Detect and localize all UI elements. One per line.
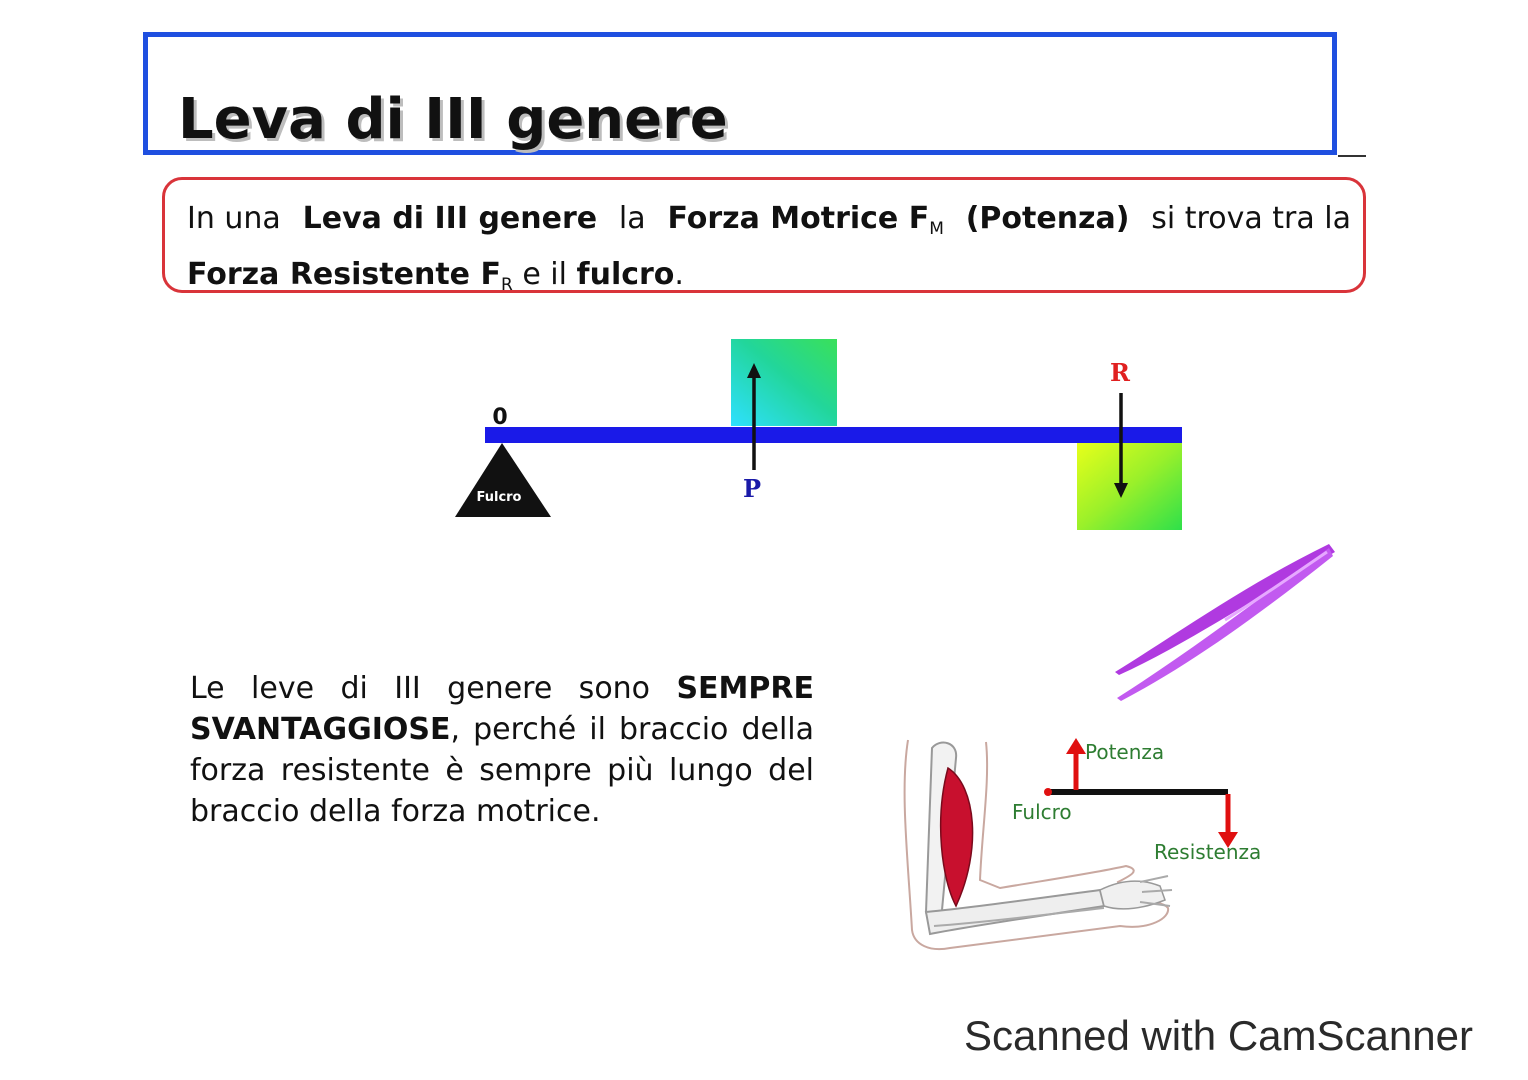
resistenza-arrow-head	[1218, 832, 1238, 848]
hand-bones	[1099, 880, 1166, 910]
body-paragraph: Le leve di III genere sono SEMPRE SVANTA…	[190, 668, 814, 832]
tweezers-image	[1115, 544, 1335, 701]
body-text-1: Le leve di III genere sono	[190, 671, 651, 706]
potenza-label: Potenza	[1085, 740, 1164, 764]
finger-3	[1139, 901, 1171, 907]
resistance-arrow-head	[1114, 483, 1128, 498]
definition-line-1: In una Leva di III genere la Forza Motri…	[187, 196, 1351, 252]
def-text-period: .	[674, 257, 684, 292]
tweezer-highlight	[1224, 550, 1328, 622]
def-text-forza-resistente: Forza Resistente F	[187, 257, 501, 292]
potenza-arrow-head	[1066, 738, 1086, 754]
def-forza-motrice: Forza Motrice FM	[667, 196, 943, 252]
definition-line-2: Forza Resistente FR e il fulcro.	[187, 252, 1351, 308]
def-sub-m: M	[929, 219, 944, 239]
lever-diagram: Fulcro 0 P R	[455, 339, 1182, 530]
effort-block	[731, 339, 837, 426]
camscanner-watermark: Scanned with CamScanner	[964, 1012, 1473, 1059]
tweezer-arm-upper	[1115, 544, 1335, 675]
def-text-in-una: In una	[187, 201, 281, 236]
resistenza-label: Resistenza	[1154, 840, 1261, 864]
def-text-forza-motrice: Forza Motrice F	[667, 201, 930, 236]
def-text-si-trova: si trova tra la	[1151, 201, 1351, 236]
resistance-label: R	[1110, 358, 1131, 387]
finger-2	[1141, 889, 1173, 893]
body-text-sempre-svantaggiose: SEMPRE SVANTAGGIOSE	[190, 671, 814, 747]
arm-fulcrum-label: Fulcro	[1012, 800, 1072, 824]
lever-beam	[485, 427, 1182, 443]
forearm-bone-2	[933, 907, 1105, 927]
fulcrum-label: Fulcro	[477, 490, 522, 505]
def-text-leva: Leva di III genere	[302, 201, 598, 236]
definition-box: In una Leva di III genere la Forza Motri…	[162, 177, 1366, 295]
fulcrum-triangle	[455, 443, 551, 517]
def-text-potenza: (Potenza)	[965, 201, 1130, 236]
finger-1	[1139, 875, 1169, 883]
def-text-e-il: e il	[522, 257, 567, 292]
page-title: Leva di III genere	[178, 87, 728, 152]
title-underline	[1338, 155, 1366, 157]
body-text-2: , perché il braccio della forza resisten…	[190, 712, 814, 829]
def-sub-r: R	[500, 275, 513, 295]
effort-arrow-head	[747, 363, 761, 378]
title-box: Leva di III genere	[143, 32, 1337, 155]
def-text-la: la	[618, 201, 646, 236]
effort-label: P	[743, 474, 761, 503]
arm-lever-image: Potenza Fulcro Resistenza	[903, 738, 1261, 950]
arm-fulcrum-dot	[1044, 788, 1052, 796]
biceps-muscle	[939, 766, 974, 908]
load-block	[1077, 442, 1182, 530]
origin-label: 0	[492, 405, 507, 430]
def-text-fulcro: fulcro	[576, 257, 675, 292]
